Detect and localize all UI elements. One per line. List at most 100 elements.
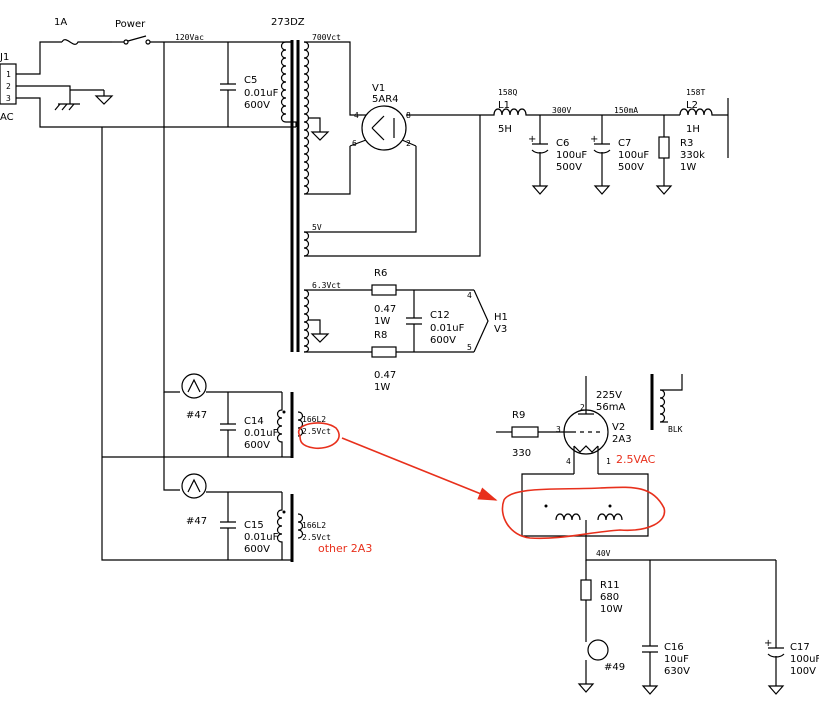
- svg-text:6.3Vct: 6.3Vct: [312, 281, 341, 290]
- svg-text:600V: 600V: [244, 544, 270, 555]
- svg-text:H1: H1: [494, 312, 508, 323]
- svg-text:300V: 300V: [552, 106, 571, 115]
- svg-text:100uF: 100uF: [556, 150, 587, 161]
- svg-text:100uF: 100uF: [790, 654, 819, 665]
- ground-icon: [94, 90, 114, 105]
- resistor-r8: R8 0.47 1W: [371, 330, 474, 393]
- transformer-highlight-loop: [297, 422, 340, 450]
- capacitor-c17: + C17 100uF 100V: [764, 560, 819, 695]
- heater-h1: 4 5 H1 V3: [467, 289, 508, 353]
- svg-text:2A3: 2A3: [612, 434, 632, 445]
- j1-label: J1: [0, 52, 9, 63]
- svg-text:R9: R9: [512, 410, 525, 421]
- pilot-lamp-1: #47: [181, 373, 282, 421]
- svg-text:500V: 500V: [556, 162, 582, 173]
- svg-text:166L2: 166L2: [302, 415, 326, 424]
- svg-text:V1: V1: [372, 83, 385, 94]
- svg-text:630V: 630V: [664, 666, 690, 677]
- other-2a3-annotation: other 2A3: [318, 542, 372, 555]
- capacitor-c6: + C6 100uF 500V: [528, 115, 587, 195]
- svg-text:150mA: 150mA: [614, 106, 638, 115]
- svg-text:5H: 5H: [498, 124, 512, 135]
- svg-text:C17: C17: [790, 642, 810, 653]
- svg-text:5AR4: 5AR4: [372, 94, 399, 105]
- svg-text:+: +: [590, 134, 598, 145]
- svg-text:4: 4: [354, 111, 359, 120]
- svg-text:5V: 5V: [312, 223, 322, 232]
- svg-text:0.01uF: 0.01uF: [244, 532, 279, 543]
- svg-text:166L2: 166L2: [302, 521, 326, 530]
- svg-text:700Vct: 700Vct: [312, 33, 341, 42]
- svg-text:158Q: 158Q: [498, 88, 517, 97]
- svg-text:R3: R3: [680, 138, 693, 149]
- resistor-r11: R11 680 10W: [580, 560, 623, 630]
- svg-text:2: 2: [580, 403, 585, 412]
- svg-text:C16: C16: [664, 642, 684, 653]
- capacitor-c16: C16 10uF 630V: [642, 560, 690, 695]
- svg-text:V3: V3: [494, 324, 507, 335]
- svg-text:6: 6: [352, 139, 357, 148]
- resistor-r6: R6 0.47 1W: [371, 268, 474, 327]
- svg-text:C7: C7: [618, 138, 631, 149]
- j1-ac-label: AC: [0, 112, 14, 123]
- svg-text:L1: L1: [498, 100, 510, 111]
- svg-text:5: 5: [467, 343, 472, 352]
- svg-text:BLK: BLK: [668, 425, 683, 434]
- svg-text:C5: C5: [244, 75, 257, 86]
- svg-text:0.47: 0.47: [374, 304, 396, 315]
- svg-text:100uF: 100uF: [618, 150, 649, 161]
- tube-v2-2a3: 2 3 4 1 225V 56mA V2 2A3 2.5VAC: [556, 376, 656, 474]
- capacitor-c12: C12 0.01uF 600V: [406, 290, 465, 352]
- svg-text:C12: C12: [430, 310, 450, 321]
- svg-text:2: 2: [6, 82, 11, 91]
- svg-text:+: +: [764, 638, 772, 649]
- svg-text:225V: 225V: [596, 390, 622, 401]
- svg-text:10W: 10W: [600, 604, 623, 615]
- fuse-1a: 1A: [54, 17, 112, 45]
- svg-text:680: 680: [600, 592, 619, 603]
- svg-text:600V: 600V: [244, 440, 270, 451]
- j1-connector: J1 1 2 3 AC: [0, 52, 17, 123]
- svg-text:3: 3: [6, 94, 11, 103]
- power-switch: Power: [112, 19, 151, 45]
- svg-text:0.47: 0.47: [374, 370, 396, 381]
- resistor-r3: R3 330k 1W: [656, 115, 705, 195]
- svg-text:0.01uF: 0.01uF: [430, 323, 465, 334]
- svg-text:330: 330: [512, 448, 531, 459]
- chassis-ground-icon: [54, 90, 80, 111]
- capacitor-c15: C15 0.01uF 600V: [220, 492, 279, 560]
- svg-text:330k: 330k: [680, 150, 705, 161]
- power-transformer-273dz: 273DZ 700Vct 5V 6.3Vct: [271, 17, 481, 353]
- svg-text:#47: #47: [186, 516, 207, 527]
- svg-text:2: 2: [406, 139, 411, 148]
- svg-text:2.5Vct: 2.5Vct: [302, 533, 331, 542]
- svg-text:1: 1: [6, 70, 11, 79]
- svg-text:1A: 1A: [54, 17, 67, 28]
- svg-text:0.01uF: 0.01uF: [244, 428, 279, 439]
- svg-text:2.5Vct: 2.5Vct: [302, 427, 331, 436]
- svg-text:10uF: 10uF: [664, 654, 689, 665]
- svg-text:L2: L2: [686, 100, 698, 111]
- svg-text:R8: R8: [374, 330, 387, 341]
- output-transformer: BLK: [650, 374, 683, 434]
- svg-text:3: 3: [556, 425, 561, 434]
- pilot-lamp-3: #49: [578, 630, 625, 693]
- svg-text:158T: 158T: [686, 88, 705, 97]
- pilot-lamp-2: #47: [181, 473, 282, 527]
- svg-text:+: +: [528, 134, 536, 145]
- filament-transformer-1: 166L2 2.5Vct: [276, 392, 331, 458]
- svg-text:2.5VAC: 2.5VAC: [616, 453, 656, 466]
- capacitor-c14: C14 0.01uF 600V: [220, 392, 279, 457]
- svg-text:1W: 1W: [374, 382, 390, 393]
- svg-text:R6: R6: [374, 268, 387, 279]
- svg-text:#47: #47: [186, 410, 207, 421]
- resistor-r9: R9 330: [496, 410, 570, 459]
- svg-text:Power: Power: [115, 19, 146, 30]
- choke-l2: 158T L2 1H: [679, 88, 729, 158]
- svg-text:600V: 600V: [430, 335, 456, 346]
- annotation-arrow: [341, 437, 498, 501]
- svg-text:C15: C15: [244, 520, 264, 531]
- svg-text:56mA: 56mA: [596, 402, 625, 413]
- svg-text:8: 8: [406, 111, 411, 120]
